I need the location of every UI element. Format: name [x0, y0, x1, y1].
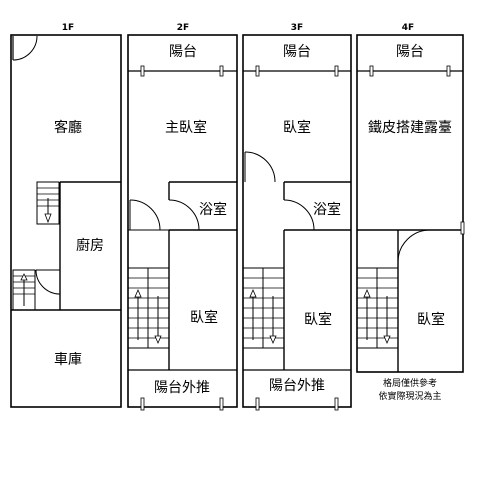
room-balcony-4f: 陽台	[396, 44, 424, 60]
floor-label-4f: 4F	[402, 23, 414, 33]
note-line-1: 格局僅供參考	[383, 377, 437, 389]
floor-label-2f: 2F	[177, 23, 189, 33]
room-bathroom-3f: 浴室	[313, 201, 341, 218]
floor-label-1f: 1F	[62, 23, 74, 33]
room-bathroom-2f: 浴室	[199, 201, 227, 218]
room-living: 客廳	[54, 119, 82, 136]
room-balcony-2f: 陽台	[169, 44, 197, 60]
room-balcony-extension-3f: 陽台外推	[269, 378, 325, 394]
room-bedroom-3f-top: 臥室	[283, 119, 311, 136]
room-master-bedroom: 主臥室	[165, 119, 207, 136]
note-line-2: 依實際現況為主	[378, 390, 441, 402]
floor-2f	[127, 34, 238, 411]
room-kitchen: 廚房	[76, 237, 104, 254]
floor-4f	[356, 34, 465, 373]
room-garage: 車庫	[54, 351, 82, 368]
floor-label-3f: 3F	[291, 23, 303, 33]
floor-1f	[10, 34, 122, 408]
room-balcony-3f: 陽台	[283, 44, 311, 60]
room-bedroom-4f: 臥室	[417, 311, 445, 328]
room-bedroom-2f: 臥室	[190, 309, 218, 326]
floor-3f	[242, 34, 352, 411]
room-steel-terrace: 鐵皮搭建露臺	[368, 119, 452, 136]
room-bedroom-3f-bottom: 臥室	[304, 311, 332, 328]
room-balcony-extension-2f: 陽台外推	[154, 380, 210, 396]
